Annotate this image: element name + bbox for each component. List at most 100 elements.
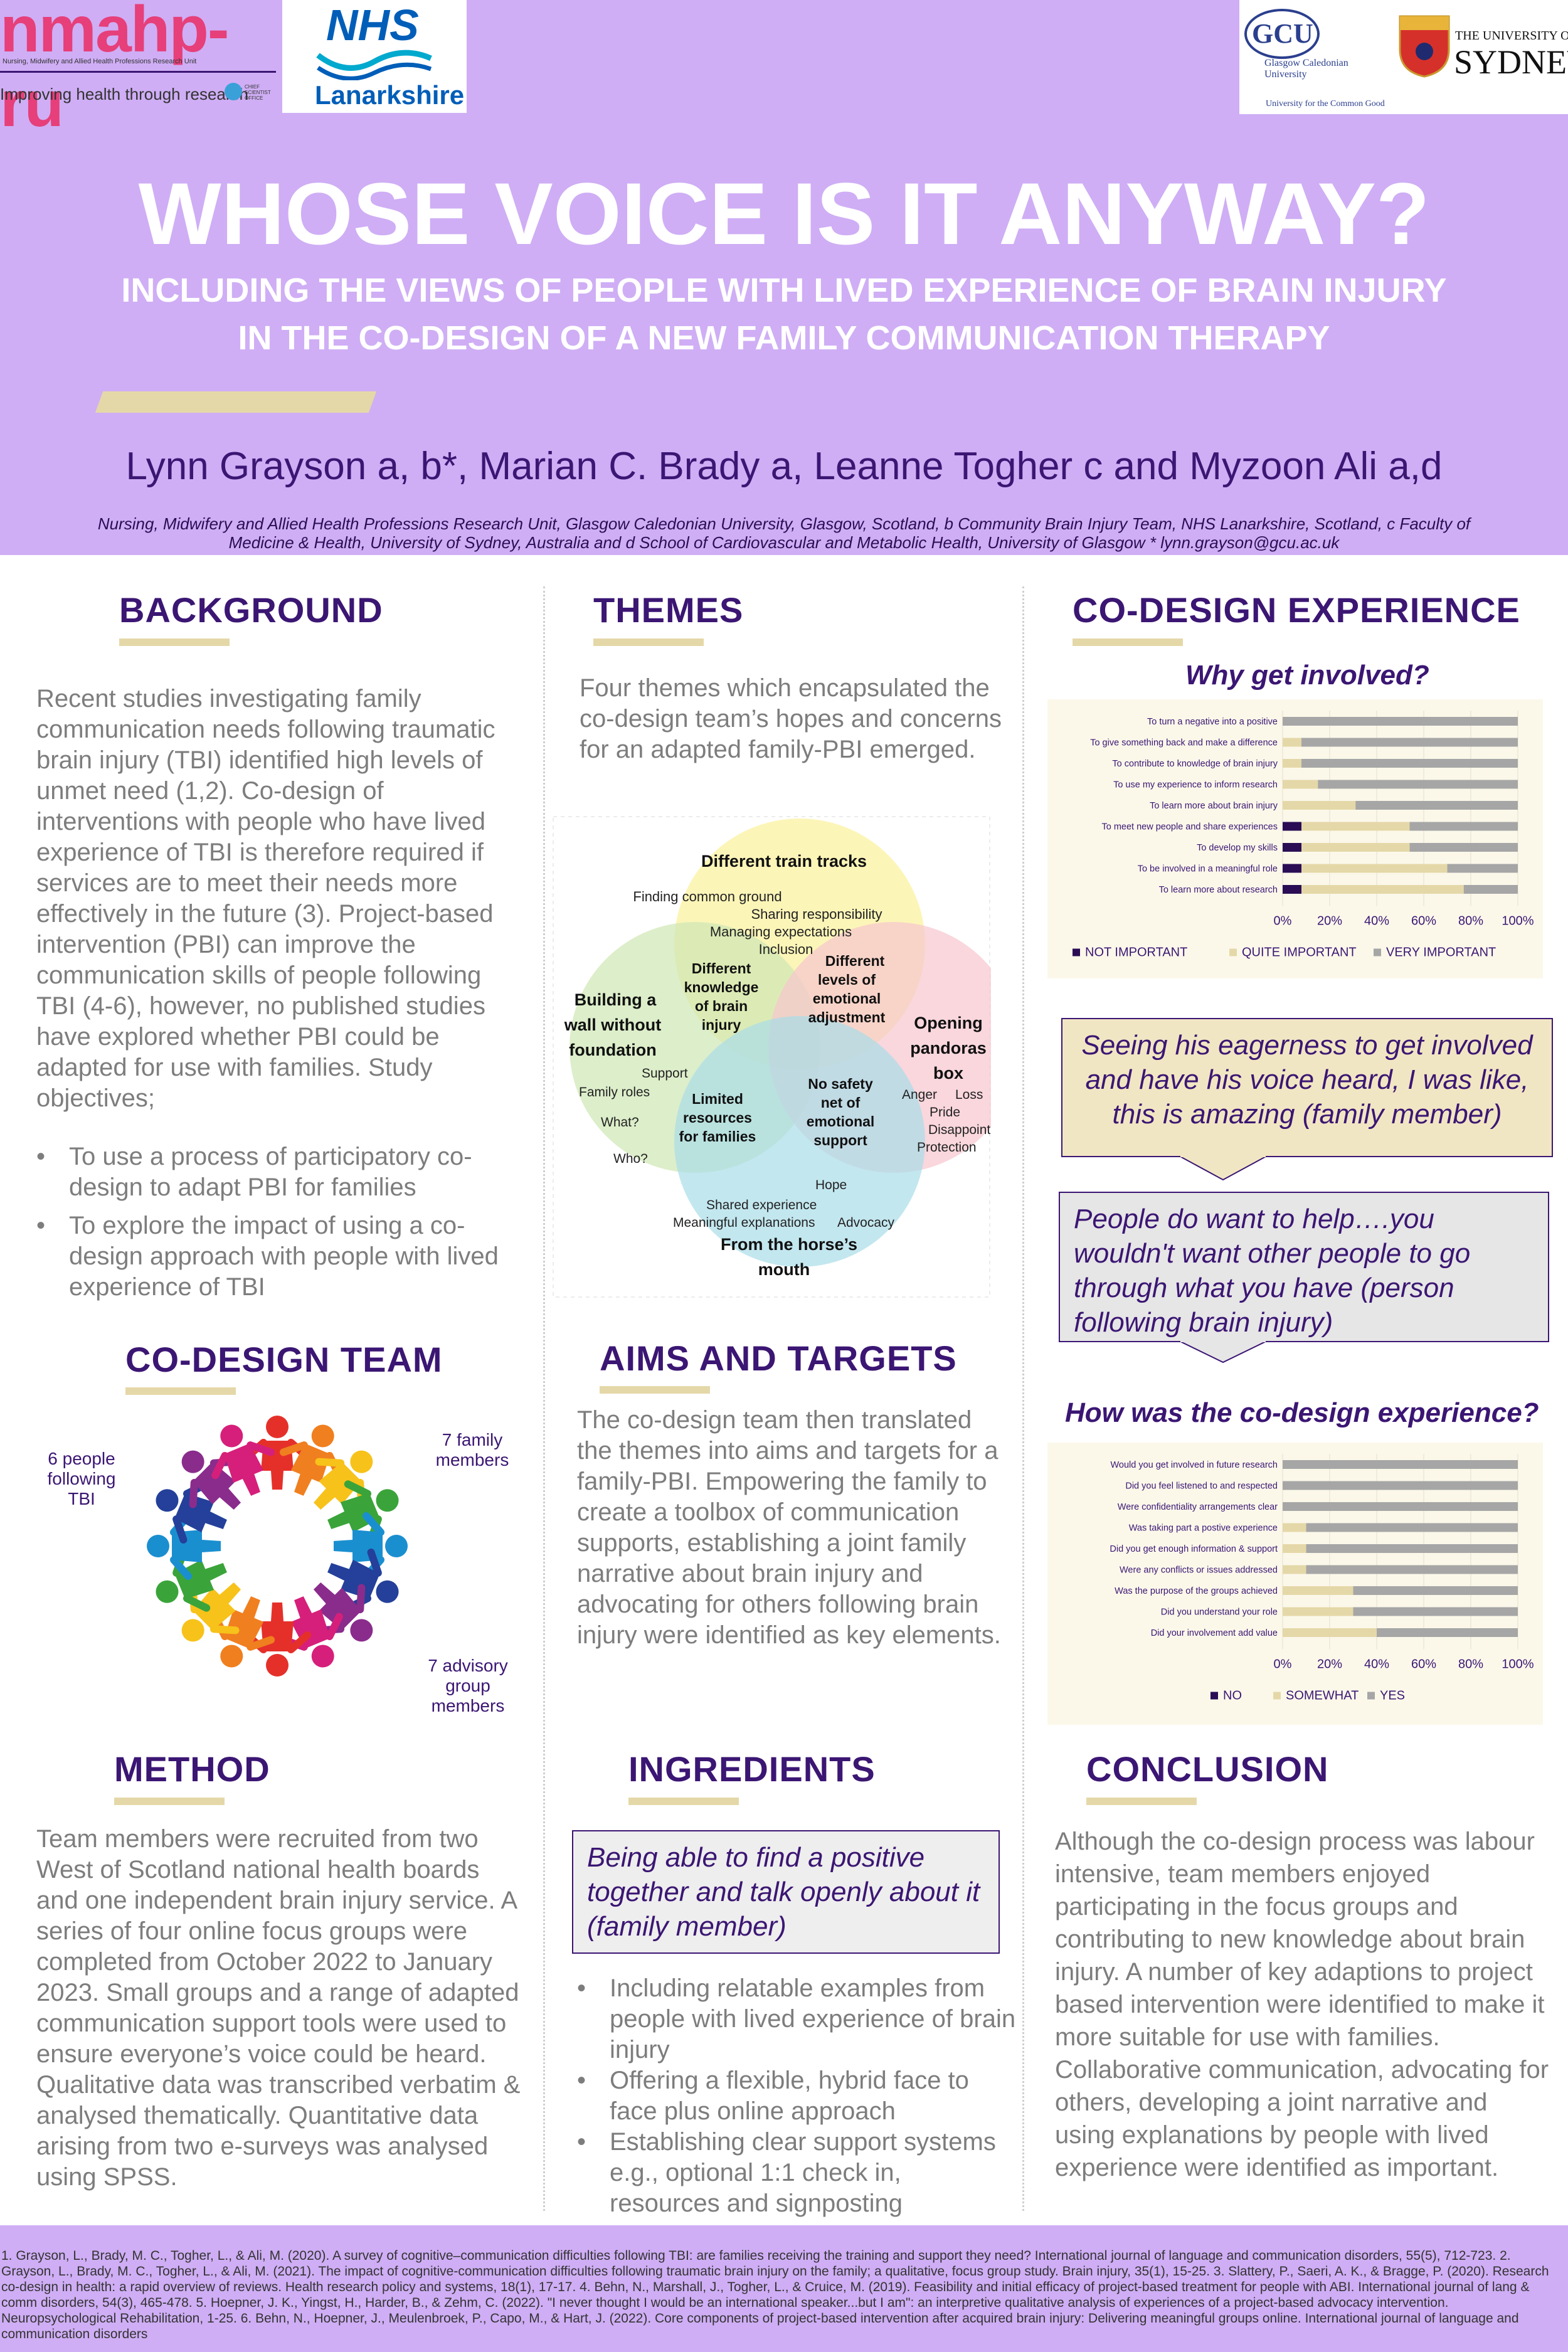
bar-segment <box>1301 864 1448 873</box>
method-underline <box>114 1798 225 1805</box>
cso-icon <box>225 83 242 100</box>
venn-bottom-item: Advocacy <box>837 1216 895 1230</box>
column-divider-2 <box>1022 586 1024 2211</box>
person-figure <box>334 1512 408 1580</box>
experience-chart-svg: 0%20%40%60%80%100%Would you get involved… <box>1110 1454 1534 1703</box>
aims-text: The co-design team then translated the t… <box>577 1406 1001 1649</box>
category-label: Was taking part a postive experience <box>1129 1523 1278 1534</box>
poster-subtitle-1: INCLUDING THE VIEWS OF PEOPLE WITH LIVED… <box>121 272 1447 309</box>
legend-swatch <box>1273 1692 1281 1700</box>
bar-segment <box>1355 801 1518 810</box>
experience-chart: 0%20%40%60%80%100%Would you get involved… <box>1047 1443 1543 1725</box>
university-logos: GCU Glasgow Caledonian University Univer… <box>1239 0 1568 114</box>
bar-segment <box>1283 864 1301 873</box>
x-tick-label: 40% <box>1364 914 1389 928</box>
legend-label: QUITE IMPORTANT <box>1242 946 1357 960</box>
venn-overlap-tl: knowledge <box>684 979 759 995</box>
nmahp-sub: Nursing, Midwifery and Allied Health Pro… <box>3 58 197 65</box>
aims-heading: AIMS AND TARGETS <box>600 1338 957 1378</box>
background-underline <box>119 638 230 646</box>
poster-subtitle-2: IN THE CO-DESIGN OF A NEW FAMILY COMMUNI… <box>238 319 1330 357</box>
bar-segment <box>1306 1523 1518 1532</box>
venn-right-title-3: box <box>933 1064 963 1083</box>
quote-family-member: Seeing his eagerness to get involved and… <box>1061 1018 1553 1157</box>
poster-title: WHOSE VOICE IS IT ANYWAY? <box>138 164 1430 263</box>
gcu-tagline: University for the Common Good <box>1266 99 1385 109</box>
category-label: Would you get involved in future researc… <box>1110 1460 1278 1470</box>
venn-top-item: Inclusion <box>759 941 813 957</box>
bar-segment <box>1318 780 1518 789</box>
x-tick-label: 100% <box>1502 1658 1534 1671</box>
bar-segment <box>1283 843 1301 852</box>
venn-bottom-title-2: mouth <box>758 1260 810 1279</box>
themes-text: Four themes which encapsulated the co-de… <box>580 674 1002 763</box>
gcu-name-1: Glasgow Caledonian <box>1264 58 1348 68</box>
legend-swatch <box>1073 948 1080 956</box>
ingredients-list: Including relatable examples from people… <box>577 1973 1016 2219</box>
objective-item: To use a process of participatory co-des… <box>36 1142 519 1203</box>
codesign-team-underline <box>125 1387 236 1395</box>
x-tick-label: 60% <box>1411 1658 1436 1671</box>
legend-swatch <box>1374 948 1381 956</box>
venn-right-item: Anger <box>902 1088 937 1102</box>
bar-segment <box>1283 1523 1306 1532</box>
why-involved-chart-svg: 0%20%40%60%80%100%To turn a negative int… <box>1073 711 1534 960</box>
sydney-name-1: THE UNIVERSITY OF <box>1455 29 1568 43</box>
why-involved-heading: Why get involved? <box>1185 660 1429 691</box>
experience-heading: How was the co-design experience? <box>1065 1397 1539 1428</box>
bar-segment <box>1353 1607 1518 1616</box>
venn-overlap-bl: for families <box>679 1128 756 1145</box>
bar-segment <box>1283 1502 1518 1511</box>
category-label: Did you understand your role <box>1161 1608 1278 1618</box>
venn-overlap-tr: Different <box>825 953 885 969</box>
cso-text: CHIEF SCIENTIST OFFICE <box>245 84 271 101</box>
venn-top-item: Managing expectations <box>710 924 852 940</box>
references-text: 1. Grayson, L., Brady, M. C., Togher, L.… <box>1 2249 1549 2341</box>
venn-overlap-bl: resources <box>683 1110 752 1126</box>
nmahp-tagline: Improving health through research <box>0 85 249 103</box>
venn-left-item: Support <box>642 1066 688 1081</box>
venn-right-item: Protection <box>917 1140 977 1155</box>
x-tick-label: 60% <box>1411 914 1436 928</box>
nhs-wave-icon <box>316 50 432 80</box>
x-tick-label: 100% <box>1502 914 1534 928</box>
bar-segment <box>1283 759 1301 768</box>
ingredients-quote: Being able to find a positive together a… <box>572 1830 1000 1954</box>
venn-top-item: Finding common ground <box>633 889 781 904</box>
venn-overlap-br: No safety <box>808 1076 873 1092</box>
bar-segment <box>1283 801 1356 810</box>
themes-underline <box>593 638 704 646</box>
gcu-logo <box>1244 9 1320 59</box>
venn-left-item: Who? <box>613 1152 648 1166</box>
x-tick-label: 20% <box>1317 1658 1342 1671</box>
column-divider-1 <box>543 586 545 2211</box>
bar-segment <box>1306 1565 1518 1574</box>
category-label: To be involved in a meaningful role <box>1138 864 1278 874</box>
aims-underline <box>600 1386 710 1394</box>
venn-bottom-item: Meaningful explanations <box>673 1216 815 1230</box>
venn-top-item: Sharing responsibility <box>751 906 882 922</box>
venn-overlap-tl: injury <box>702 1017 741 1033</box>
legend-swatch <box>1367 1692 1375 1700</box>
x-tick-label: 0% <box>1274 914 1292 928</box>
bar-segment <box>1306 1544 1518 1553</box>
category-label: To learn more about brain injury <box>1150 801 1278 811</box>
people-circle-icon <box>147 1416 408 1677</box>
ingredient-item: Offering a flexible, hybrid face to face… <box>577 2065 1016 2127</box>
x-tick-label: 20% <box>1317 914 1342 928</box>
ingredient-item: Establishing clear support systems e.g.,… <box>577 2127 1016 2219</box>
venn-overlap-br: net of <box>821 1094 861 1111</box>
sydney-name-2: SYDNEY <box>1454 43 1568 81</box>
background-heading: BACKGROUND <box>119 590 383 630</box>
category-label: To use my experience to inform research <box>1113 780 1278 790</box>
category-label: Did you feel listened to and respected <box>1125 1481 1278 1491</box>
bar-segment <box>1301 885 1464 894</box>
bar-segment <box>1353 1586 1518 1595</box>
category-label: To develop my skills <box>1197 843 1278 853</box>
bar-segment <box>1447 864 1518 873</box>
objectives-list: To use a process of participatory co-des… <box>36 1142 519 1310</box>
bar-segment <box>1283 738 1301 747</box>
affiliations-2: Medicine & Health, University of Sydney,… <box>228 533 1340 552</box>
person-figure <box>147 1512 221 1580</box>
method-text: Team members were recruited from two Wes… <box>36 1825 521 2191</box>
